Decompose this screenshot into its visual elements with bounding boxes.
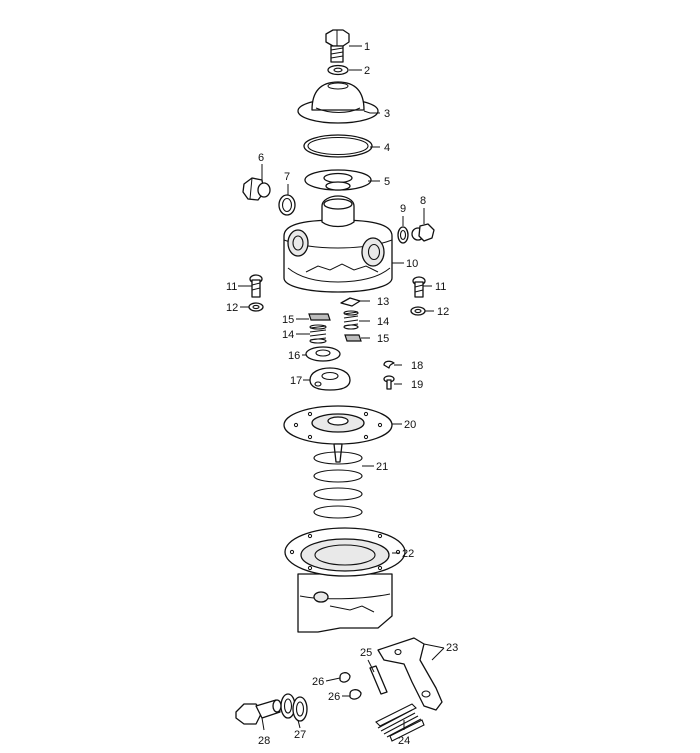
callout-7: 7 bbox=[284, 171, 290, 183]
callout-5: 5 bbox=[384, 176, 390, 188]
callout-23: 23 bbox=[446, 642, 458, 654]
callout-17: 17 bbox=[290, 375, 302, 387]
callout-labels: 1 2 3 4 5 6 7 8 9 10 11 11 12 12 13 14 1… bbox=[226, 41, 458, 747]
part-10-pump-housing bbox=[283, 195, 393, 293]
part-2-washer bbox=[327, 64, 349, 76]
part-15-valve-disc-left bbox=[308, 313, 331, 321]
callout-4: 4 bbox=[384, 142, 390, 154]
callout-14-left: 14 bbox=[282, 329, 294, 341]
callout-22: 22 bbox=[402, 548, 414, 560]
callout-26-upper: 26 bbox=[312, 676, 324, 688]
part-11-screw-left bbox=[249, 274, 263, 298]
callout-28: 28 bbox=[258, 735, 270, 747]
part-18-small-clip bbox=[383, 360, 395, 369]
callout-1: 1 bbox=[364, 41, 370, 53]
callout-6: 6 bbox=[258, 152, 264, 164]
callout-26-lower: 26 bbox=[328, 691, 340, 703]
callout-13: 13 bbox=[377, 296, 389, 308]
callout-16: 16 bbox=[288, 350, 300, 362]
callout-15-right: 15 bbox=[377, 333, 389, 345]
callout-12-left: 12 bbox=[226, 302, 238, 314]
part-20-diaphragm bbox=[283, 405, 393, 463]
part-3-dome-cover bbox=[297, 81, 379, 124]
part-19-small-screw bbox=[383, 375, 395, 390]
part-25-pin bbox=[369, 665, 388, 695]
part-8-plug-screw bbox=[411, 223, 435, 242]
part-26-circlip-lower bbox=[349, 689, 362, 700]
leader-lines bbox=[238, 45, 445, 731]
part-28-banjo-bolt bbox=[235, 699, 282, 725]
callout-8: 8 bbox=[420, 195, 426, 207]
callout-11-right: 11 bbox=[435, 281, 446, 293]
callout-2: 2 bbox=[364, 65, 370, 77]
part-15-valve-disc-right bbox=[344, 334, 362, 342]
part-22-lower-housing bbox=[284, 527, 406, 633]
callout-10: 10 bbox=[406, 258, 418, 270]
part-12-lock-washer-right bbox=[410, 306, 426, 316]
callout-25: 25 bbox=[360, 647, 372, 659]
part-13-clip bbox=[340, 297, 361, 307]
callout-14-right: 14 bbox=[377, 316, 389, 328]
callout-15-left: 15 bbox=[282, 314, 294, 326]
callout-3: 3 bbox=[384, 108, 390, 120]
part-23-rocker-lever bbox=[377, 637, 443, 711]
callout-9: 9 bbox=[400, 203, 406, 215]
part-11-screw-right bbox=[412, 276, 426, 298]
part-7-seal-ring bbox=[278, 194, 296, 216]
callout-12-right: 12 bbox=[437, 306, 449, 318]
part-1-bolt bbox=[325, 29, 350, 63]
callout-24: 24 bbox=[398, 735, 410, 747]
part-26-circlip-upper bbox=[339, 672, 351, 683]
part-9-seal-ring bbox=[397, 226, 409, 244]
callout-21: 21 bbox=[376, 461, 388, 473]
part-14-spring-right bbox=[343, 310, 359, 330]
part-21-spring bbox=[313, 451, 363, 519]
part-16-plate bbox=[305, 346, 341, 362]
part-12-lock-washer-left bbox=[248, 302, 264, 312]
part-4-gasket-ring bbox=[303, 134, 373, 158]
part-27-seal-rings bbox=[280, 693, 308, 722]
part-14-spring-left bbox=[309, 324, 327, 344]
callout-20: 20 bbox=[404, 419, 416, 431]
callout-18: 18 bbox=[411, 360, 423, 372]
callout-27: 27 bbox=[294, 729, 306, 741]
part-6-plug-screw bbox=[242, 177, 271, 201]
callout-19: 19 bbox=[411, 379, 423, 391]
part-5-valve-plate bbox=[304, 169, 372, 191]
part-24-return-spring bbox=[375, 703, 425, 742]
callout-11-left: 11 bbox=[226, 281, 237, 293]
part-17-bracket bbox=[309, 367, 351, 391]
